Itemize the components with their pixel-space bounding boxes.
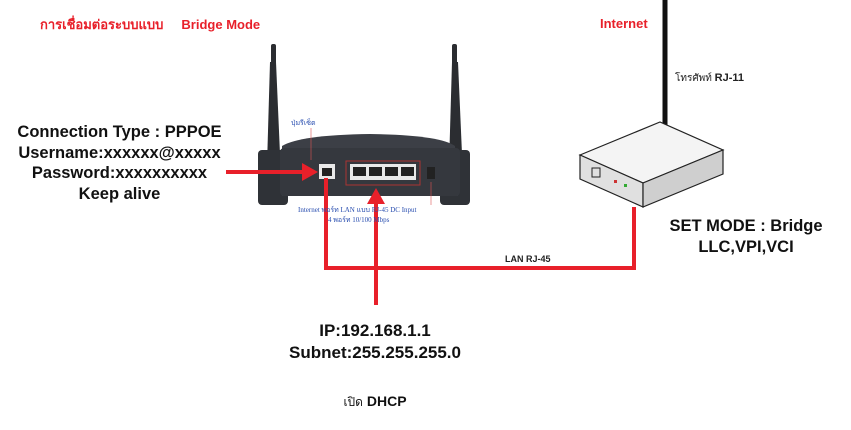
lan-settings: IP:192.168.1.1 Subnet:255.255.255.0: [250, 320, 500, 364]
title-thai: การเชื่อมต่อระบบแบบ: [40, 17, 164, 32]
dhcp-label: เปิด DHCP: [290, 393, 460, 412]
arrow-head-icon: [302, 163, 318, 181]
router-port-caption: Internet พอร์ท LAN แบบ RJ-45 DC Input 4 …: [298, 205, 468, 225]
phone-line-label: โทรศัพท์ RJ-11: [675, 71, 744, 86]
title-mode: Bridge Mode: [181, 17, 261, 32]
wan-settings: Connection Type : PPPOE Username:xxxxxx@…: [0, 122, 247, 204]
modem-params: LLC,VPI,VCI: [698, 237, 794, 256]
port-caption-line1: Internet พอร์ท LAN แบบ RJ-45 DC Input: [298, 206, 417, 214]
lan-subnet: Subnet:255.255.255.0: [289, 343, 461, 362]
port-caption-line2: 4 พอร์ท 10/100 Mbps: [328, 216, 390, 224]
set-mode: SET MODE : Bridge: [669, 217, 823, 235]
modem-settings: SET MODE : Bridge LLC,VPI,VCI: [640, 216, 851, 257]
connection-type: Connection Type : PPPOE: [17, 123, 222, 141]
dhcp-thai: เปิด: [343, 395, 363, 409]
diagram-title: การเชื่อมต่อระบบแบบ Bridge Mode: [40, 14, 260, 35]
dhcp-text: DHCP: [366, 393, 407, 409]
wireless-router-icon: [258, 44, 470, 205]
lan-ip: IP:192.168.1.1: [319, 321, 431, 340]
lan-cable-label: LAN RJ-45: [505, 254, 551, 264]
keep-alive: Keep alive: [78, 184, 161, 203]
phone-line-thai: โทรศัพท์: [675, 73, 712, 84]
arrow-head-icon: [367, 188, 385, 204]
lan-cable-line: [324, 178, 636, 270]
username: Username:xxxxxx@xxxxx: [18, 143, 221, 162]
password: Password:xxxxxxxxxx: [31, 164, 208, 182]
adsl-modem-icon: [578, 121, 725, 208]
red-connection-lines: [226, 170, 636, 305]
internet-label: Internet: [600, 16, 648, 31]
phone-line-port: RJ-11: [714, 72, 745, 84]
reset-button-label: ปุ่มรีเซ็ต: [291, 119, 316, 127]
